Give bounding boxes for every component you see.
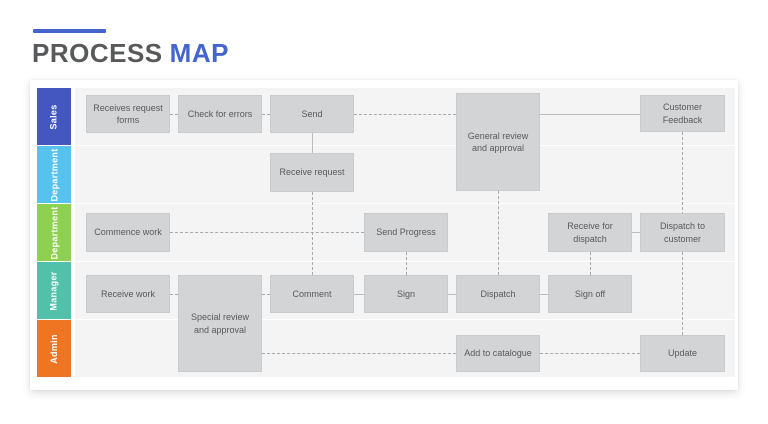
lane-tab-admin-4: Admin: [37, 320, 71, 377]
connector-general-review-and-approval-to-dispatch: [498, 191, 499, 275]
node-sign-off: Sign off: [548, 275, 632, 313]
lane-label: Admin: [49, 333, 59, 364]
lane-label: Department: [49, 147, 60, 202]
connector-send-to-receive-request: [312, 133, 313, 153]
node-send-progress: Send Progress: [364, 213, 448, 252]
connector-general-review-and-approval-to-customer-feedback: [540, 114, 640, 115]
lane-row-sales-0: [75, 88, 735, 145]
lane-label: Manager: [49, 270, 59, 311]
node-receive-request: Receive request: [270, 153, 354, 192]
lane-row-admin-4: [75, 320, 735, 377]
lane-tab-department-1: Department: [37, 146, 71, 203]
connector-receive-for-dispatch-to-dispatch-to-customer: [632, 232, 640, 233]
node-commence-work: Commence work: [86, 213, 170, 252]
connector-special-review-and-approval-to-comment: [262, 294, 270, 295]
lane-label: Sales: [49, 103, 59, 130]
connector-receive-work-to-special-review-and-approval: [170, 294, 178, 295]
title-accent-line: [33, 29, 106, 33]
lane-tab-manager-3: Manager: [37, 262, 71, 319]
lane-tab-department-2: Department: [37, 204, 71, 261]
connector-send-to-general-review-and-approval: [354, 114, 456, 115]
connector-check-for-errors-to-send: [262, 114, 270, 115]
node-receive-for-dispatch: Receive for dispatch: [548, 213, 632, 252]
node-send: Send: [270, 95, 354, 133]
node-update: Update: [640, 335, 725, 372]
node-general-review-and-approval: General review and approval: [456, 93, 540, 191]
connector-receive-for-dispatch-to-sign-off: [590, 252, 591, 275]
node-comment: Comment: [270, 275, 354, 313]
node-sign: Sign: [364, 275, 448, 313]
connector-dispatch-to-sign-off: [540, 294, 548, 295]
connector-send-progress-to-sign: [406, 252, 407, 275]
node-dispatch-to-customer: Dispatch to customer: [640, 213, 725, 252]
connector-receive-request-to-comment: [312, 192, 313, 275]
connector-receives-request-forms-to-check-for-errors: [170, 114, 178, 115]
node-add-to-catalogue: Add to catalogue: [456, 335, 540, 372]
node-special-review-and-approval: Special review and approval: [178, 275, 262, 372]
lane-label: Department: [49, 205, 60, 260]
node-dispatch: Dispatch: [456, 275, 540, 313]
lane-row-department-1: [75, 146, 735, 203]
connector-special-review-and-approval-to-add-to-catalogue: [262, 353, 456, 354]
node-customer-feedback: Customer Feedback: [640, 95, 725, 132]
page-title-word1: PROCESS: [32, 38, 163, 68]
lane-tab-sales-0: Sales: [37, 88, 71, 145]
connector-comment-to-sign: [354, 294, 364, 295]
connector-commence-work-to-send-progress: [170, 232, 364, 233]
node-receive-work: Receive work: [86, 275, 170, 313]
connector-sign-to-dispatch: [448, 294, 456, 295]
connector-add-to-catalogue-to-update: [540, 353, 640, 354]
node-check-for-errors: Check for errors: [178, 95, 262, 133]
node-receives-request-forms: Receives request forms: [86, 95, 170, 133]
page-title-word2: MAP: [169, 38, 229, 68]
